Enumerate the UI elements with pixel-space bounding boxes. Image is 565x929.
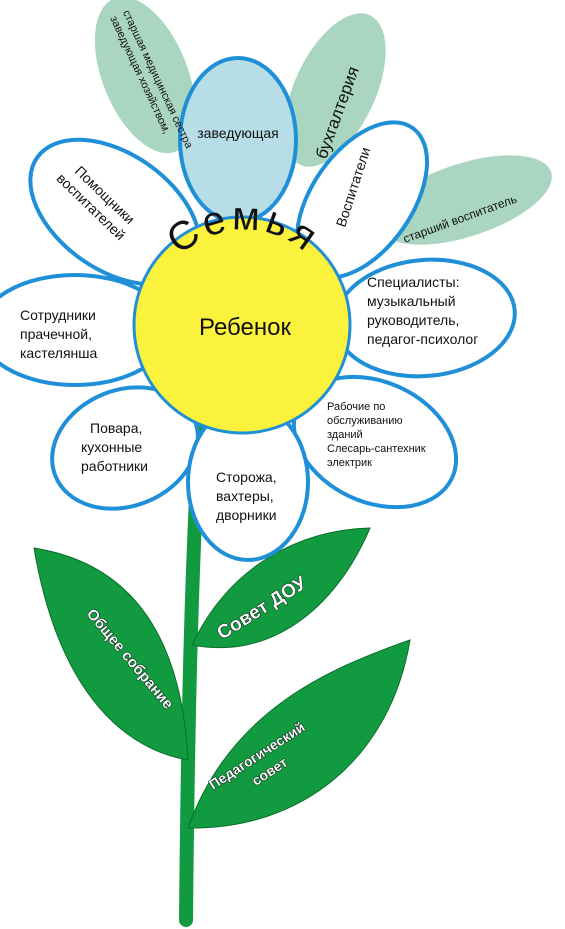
petal-deputy bbox=[94, 0, 196, 154]
svg-text:обслуживанию: обслуживанию bbox=[327, 415, 403, 427]
svg-text:кастелянша: кастелянша bbox=[20, 345, 98, 361]
svg-text:Слесарь-сантехник: Слесарь-сантехник bbox=[327, 443, 426, 455]
svg-text:Специалисты:: Специалисты: bbox=[367, 274, 459, 290]
svg-text:кухонные: кухонные bbox=[81, 439, 142, 455]
petal-guards-label: Сторожа, вахтеры, дворники bbox=[216, 469, 277, 523]
petal-specialists-label: Специалисты: музыкальный руководитель, п… bbox=[367, 274, 478, 347]
svg-text:Повара,: Повара, bbox=[90, 420, 142, 436]
svg-text:электрик: электрик bbox=[327, 457, 372, 469]
petal-cooks-label: Повара, кухонные работники bbox=[81, 420, 148, 474]
petal-head-label: заведующая bbox=[197, 125, 279, 141]
svg-text:дворники: дворники bbox=[216, 507, 277, 523]
svg-text:работники: работники bbox=[81, 458, 148, 474]
svg-text:вахтеры,: вахтеры, bbox=[216, 488, 274, 504]
svg-text:прачечной,: прачечной, bbox=[20, 326, 92, 342]
center-child-text: Ребенок bbox=[199, 314, 291, 341]
leaf-pedagogical bbox=[187, 639, 411, 829]
svg-text:Сторожа,: Сторожа, bbox=[216, 469, 277, 485]
center-circle bbox=[132, 215, 352, 435]
svg-text:зданий: зданий bbox=[327, 429, 363, 441]
svg-text:музыкальный: музыкальный bbox=[367, 293, 456, 309]
svg-text:педагог-психолог: педагог-психолог bbox=[367, 331, 478, 347]
petal-laundry-label: Сотрудники прачечной, кастелянша bbox=[20, 307, 98, 361]
petal-accounting bbox=[284, 13, 386, 167]
petal-workers-label: Рабочие по обслуживанию зданий Слесарь-с… bbox=[327, 401, 426, 469]
svg-text:Рабочие по: Рабочие по bbox=[327, 401, 385, 413]
svg-text:руководитель,: руководитель, bbox=[367, 312, 459, 328]
leaf-council bbox=[191, 527, 371, 649]
leaf-general-meeting bbox=[33, 547, 189, 761]
svg-text:Сотрудники: Сотрудники bbox=[20, 307, 96, 323]
